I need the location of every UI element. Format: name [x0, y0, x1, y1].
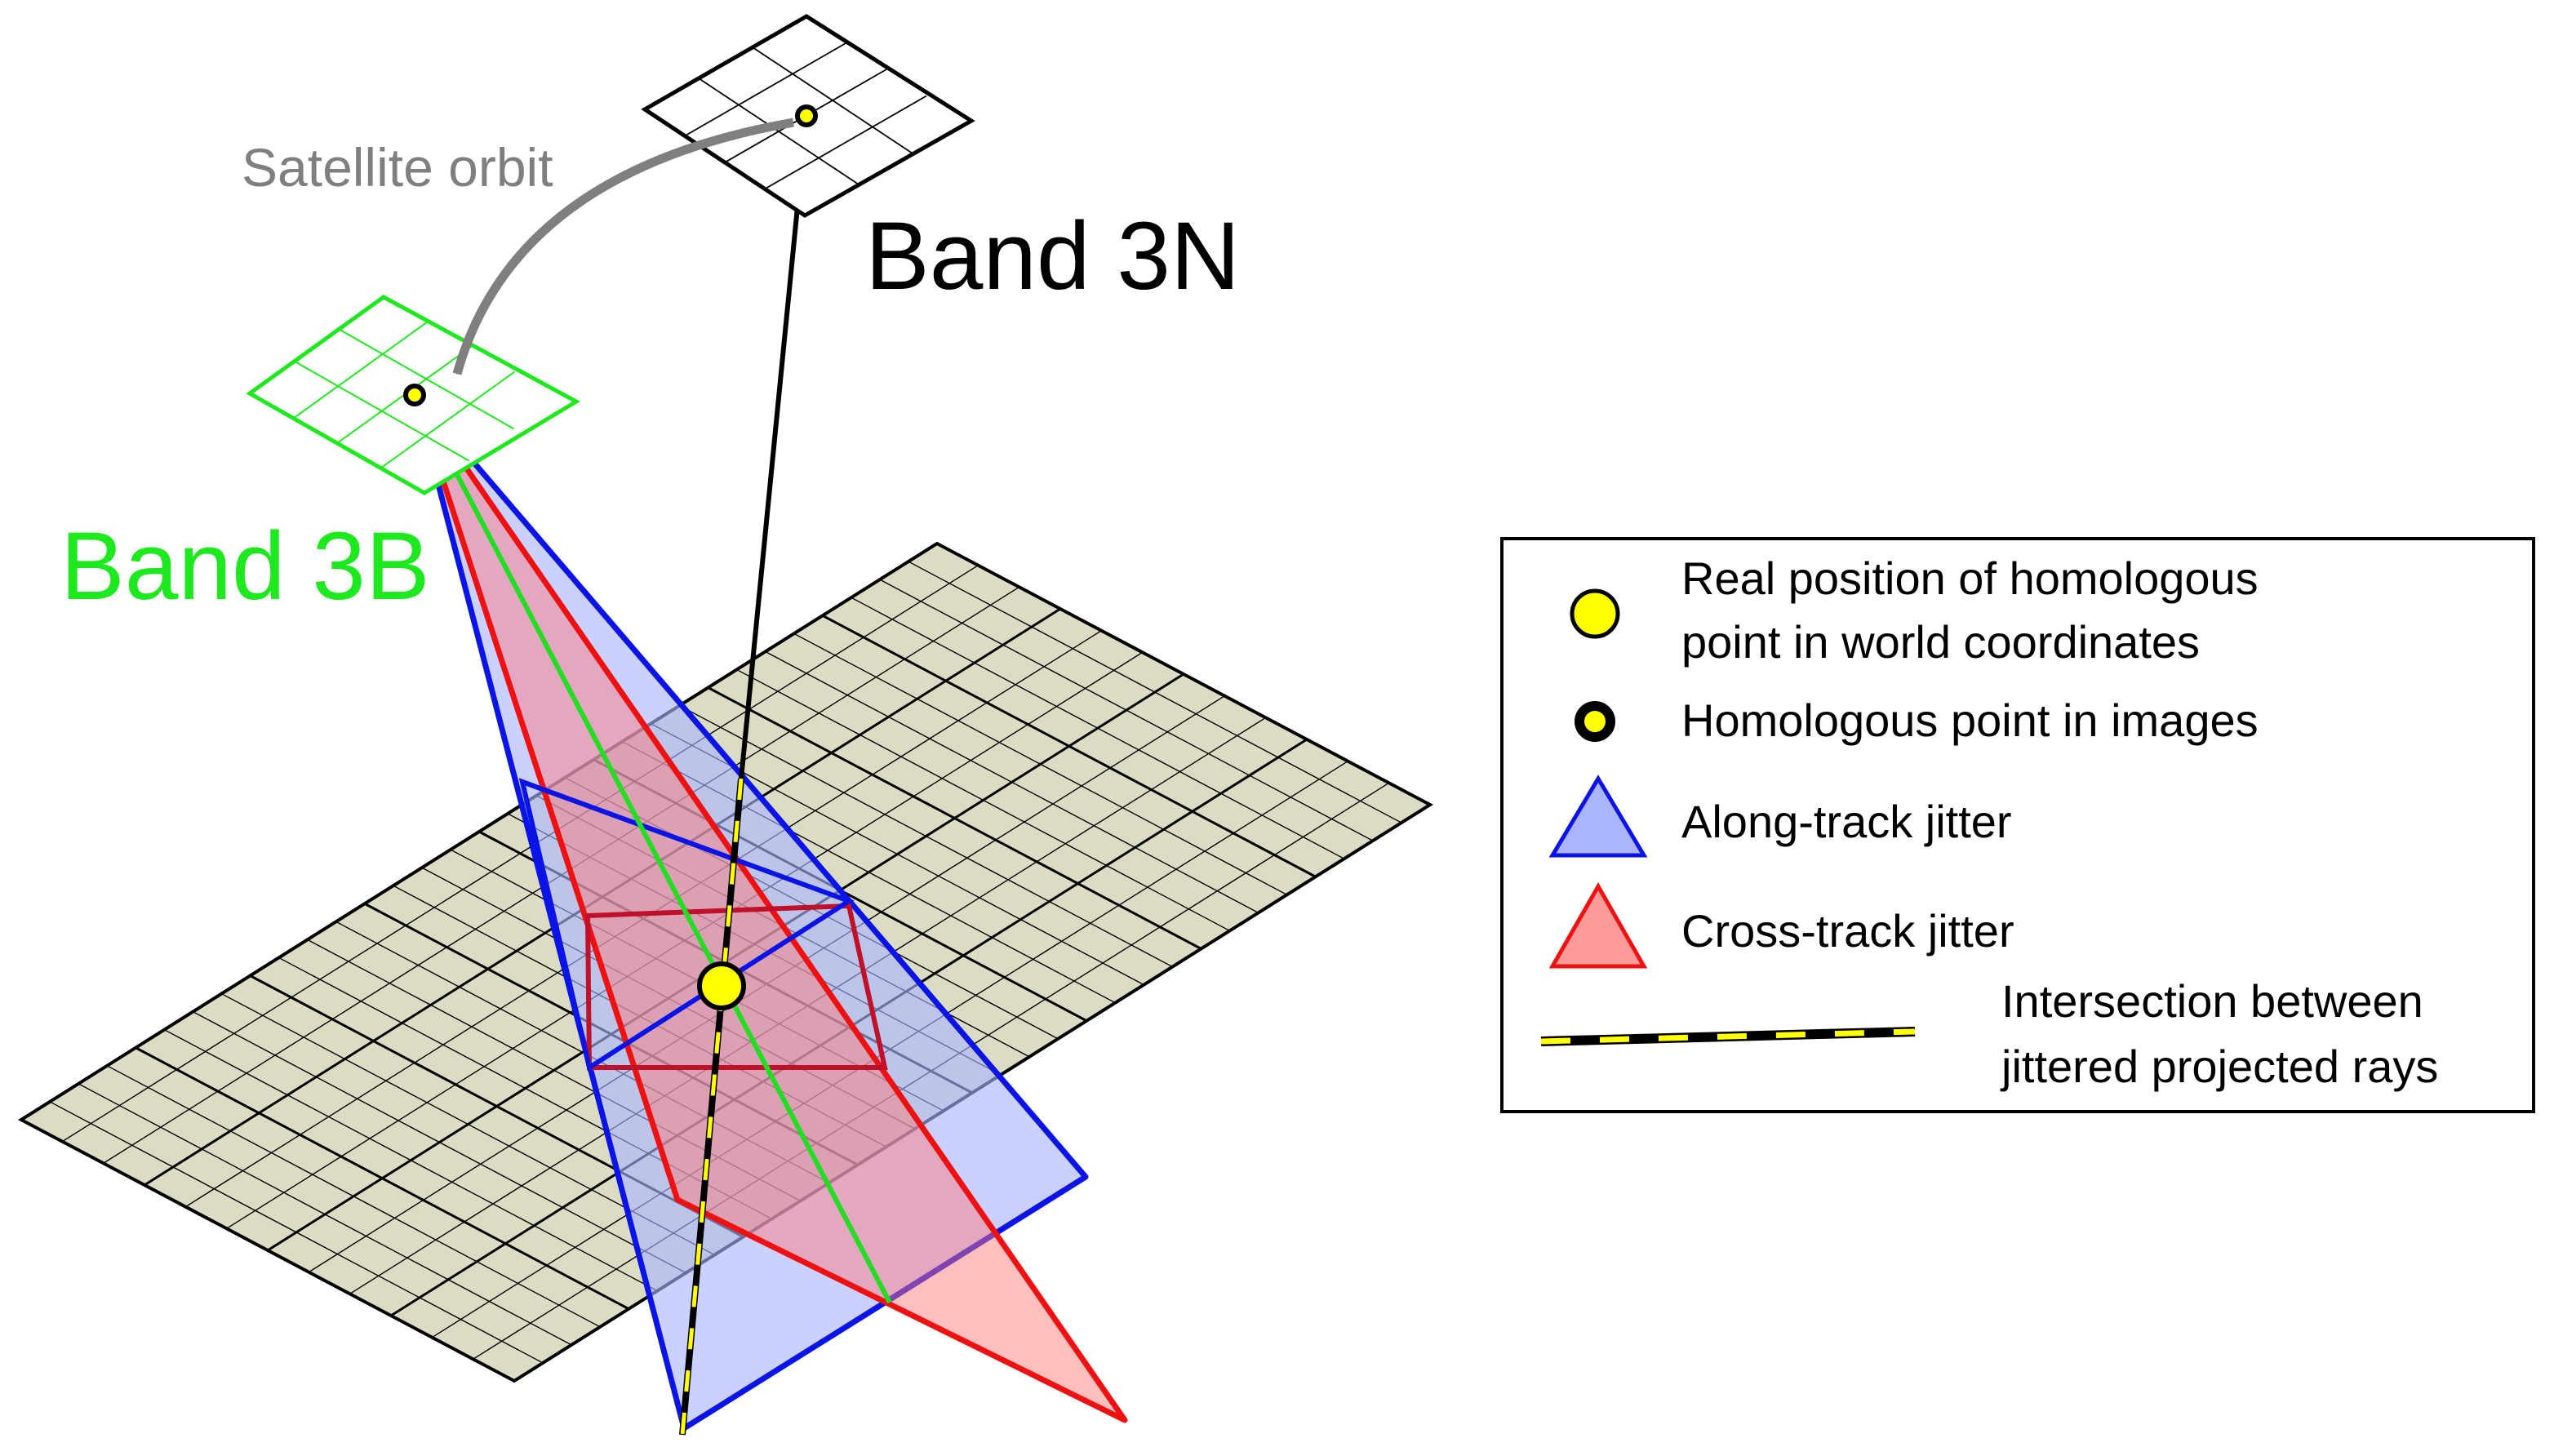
- homologous-point-3n-icon: [795, 104, 818, 127]
- band-3b-ray: [412, 392, 892, 1304]
- legend-box: [1500, 537, 2535, 1113]
- intersection-ray: [679, 778, 744, 1436]
- ground-cross-section: [584, 903, 888, 1070]
- grid-line: [380, 371, 516, 469]
- band-3n-ray: [739, 115, 809, 779]
- yellow-circle-icon: [1570, 588, 1620, 639]
- homologous-point-3b-icon: [403, 384, 426, 406]
- satellite-orbit-label: Satellite orbit: [242, 137, 553, 198]
- blue-triangle-icon: [1548, 775, 1648, 858]
- legend: Real position of homologous point in wor…: [1500, 537, 2535, 1113]
- dashed-line-icon: [1540, 1027, 1916, 1046]
- band-3b-label: Band 3B: [60, 513, 430, 620]
- grid-line: [684, 42, 847, 137]
- legend-item-cross-track: Cross-track jitter: [1681, 905, 2014, 957]
- satellite-orbit-arrow: [452, 118, 794, 375]
- black-ring-point-icon: [1575, 701, 1615, 742]
- grid-line: [764, 95, 927, 190]
- real-position-point-icon: [697, 961, 746, 1010]
- band-3n-label: Band 3N: [865, 202, 1240, 310]
- legend-item-along-track: Along-track jitter: [1681, 796, 2012, 847]
- legend-item-intersection-line-2: jittered projected rays: [2000, 1041, 2438, 1092]
- legend-item-homologous-point: Homologous point in images: [1681, 695, 2259, 746]
- legend-item-real-position-line-1: Real position of homologous: [1681, 553, 2259, 604]
- red-triangle-icon: [1548, 881, 1648, 969]
- legend-item-intersection-line-1: Intersection between: [2001, 975, 2423, 1027]
- grid-line: [292, 321, 429, 419]
- legend-item-real-position-line-2: point in world coordinates: [1681, 616, 2200, 668]
